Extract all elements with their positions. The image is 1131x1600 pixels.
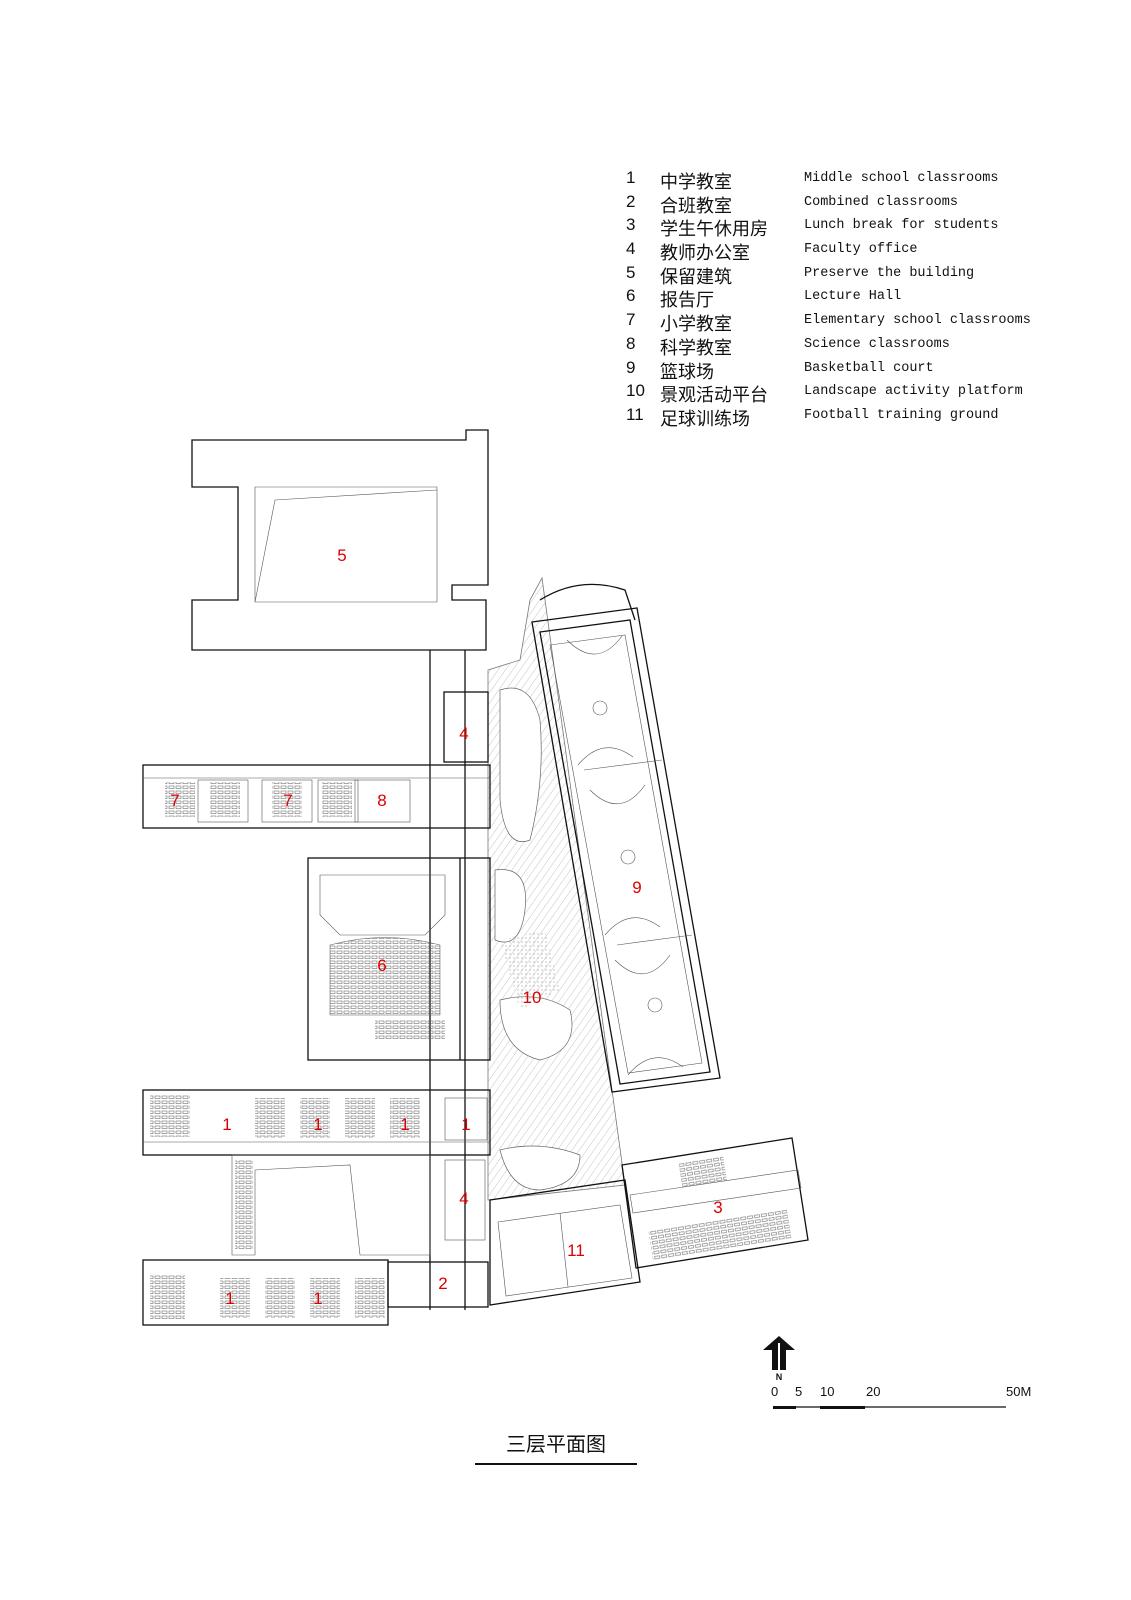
legend-label-en: Lunch break for students <box>804 218 999 234</box>
room-label: 4 <box>459 1189 468 1208</box>
legend-label-en: Preserve the building <box>804 265 975 281</box>
legend-number: 10 <box>626 381 645 401</box>
basketball-court <box>531 583 721 1093</box>
legend-number: 9 <box>626 357 636 377</box>
legend-label-en: Faculty office <box>804 242 918 258</box>
legend-label-en: Landscape activity platform <box>804 384 1023 400</box>
wing-combined <box>142 1259 489 1326</box>
legend-label-en: Combined classrooms <box>804 194 958 210</box>
lecture-hall <box>307 857 491 1061</box>
legend-number: 2 <box>626 191 636 211</box>
legend-number: 6 <box>626 286 636 306</box>
legend-label-en: Science classrooms <box>804 336 950 352</box>
scale-bar <box>773 1406 1006 1409</box>
legend-label-cn: 小学教室 <box>660 314 732 336</box>
legend-label-cn: 足球训练场 <box>660 408 750 430</box>
scale-label: 10 <box>820 1384 835 1399</box>
room-label: 9 <box>632 878 641 897</box>
room-label: 1 <box>400 1115 409 1134</box>
legend-number: 3 <box>626 215 636 235</box>
legend-label-cn: 报告厅 <box>660 290 714 312</box>
legend-number: 5 <box>626 262 636 282</box>
scale-label: 50M <box>1006 1384 1032 1399</box>
legend-label-en: Middle school classrooms <box>804 171 999 186</box>
preserved-building <box>191 429 489 651</box>
legend-label-en: Lecture Hall <box>804 289 902 305</box>
legend-label-cn: 科学教室 <box>660 337 732 359</box>
legend-label-cn: 篮球场 <box>660 361 714 383</box>
legend-number: 4 <box>626 239 636 259</box>
legend-number: 11 <box>626 404 644 424</box>
wing-middle-school <box>142 1089 491 1156</box>
wing-elementary <box>142 764 491 829</box>
room-label: 11 <box>567 1241 585 1260</box>
platform-voids <box>494 687 581 1191</box>
room-label: 1 <box>461 1115 470 1134</box>
legend-label-cn: 保留建筑 <box>660 266 732 288</box>
room-label: 6 <box>377 956 386 975</box>
legend-label-cn: 合班教室 <box>660 195 732 217</box>
legend-number: 1 <box>626 168 636 187</box>
legend-label-cn: 中学教室 <box>660 172 732 193</box>
legend-number: 7 <box>626 310 636 330</box>
room-label: 7 <box>170 791 179 810</box>
north-arrow-icon: N <box>763 1336 795 1382</box>
room-label: 8 <box>377 791 386 810</box>
room-label: 3 <box>713 1198 722 1217</box>
legend-label-cn: 景观活动平台 <box>660 385 768 407</box>
scale-label: 0 <box>771 1384 779 1399</box>
void-area <box>231 1154 486 1256</box>
drawing-title: 三层平面图 <box>475 1428 637 1465</box>
legend-label-en: Football training ground <box>804 407 999 423</box>
legend-label-en: Basketball court <box>804 360 934 376</box>
dotted-area <box>500 930 560 1010</box>
legend-label-en: Elementary school classrooms <box>804 313 1031 329</box>
room-label: 1 <box>225 1289 234 1308</box>
legend-label-cn: 学生午休用房 <box>660 219 768 241</box>
room-label: 4 <box>459 724 468 743</box>
legend-label-cn: 教师办公室 <box>660 243 750 265</box>
scale-label: 5 <box>795 1384 803 1399</box>
legend-number: 8 <box>626 333 636 353</box>
room-label: 1 <box>222 1115 231 1134</box>
north-label: N <box>776 1372 783 1382</box>
room-label: 7 <box>283 791 292 810</box>
room-label: 5 <box>337 546 346 565</box>
room-label: 2 <box>438 1274 447 1293</box>
lunch-building <box>621 1137 809 1269</box>
scale-label: 20 <box>866 1384 881 1399</box>
room-labels: 5 4 7 7 8 6 10 9 1 1 1 1 4 3 11 2 1 1 <box>170 546 722 1308</box>
football-ground <box>489 1179 641 1306</box>
room-label: 10 <box>523 988 542 1007</box>
room-label: 1 <box>313 1115 322 1134</box>
room-label: 1 <box>313 1289 322 1308</box>
